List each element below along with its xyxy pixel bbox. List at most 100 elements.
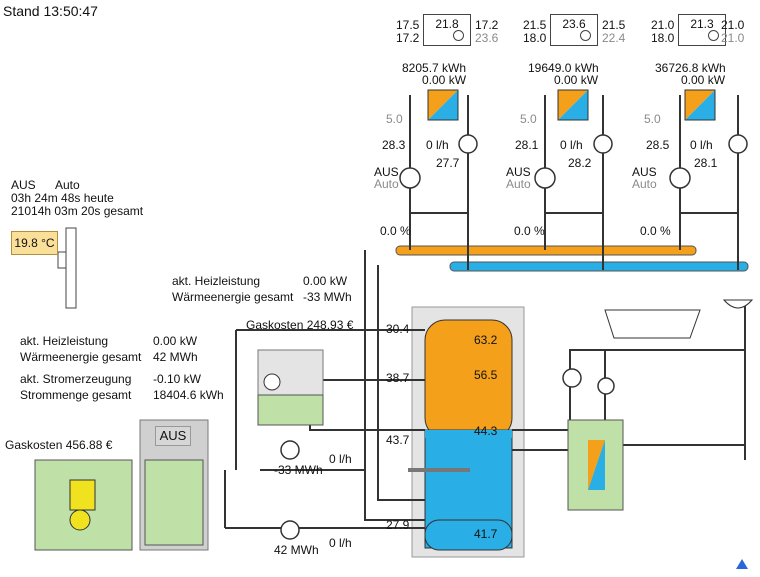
room-2-current: 23.6	[562, 17, 586, 31]
outdoor-temperature: 19.8 °C	[11, 231, 58, 255]
mid-heat-power-label: akt. Heizleistung	[172, 274, 261, 288]
storage-inlet-top: 30.4	[386, 322, 410, 336]
circuit-1-flow: 0 l/h	[426, 138, 449, 152]
room-1-knob-icon	[453, 30, 464, 41]
room-3-current: 21.3	[690, 17, 714, 31]
timestamp: Stand 13:50:47	[3, 3, 98, 19]
storage-bottom-zone	[424, 519, 513, 551]
circuit-2-flowmeter	[593, 134, 613, 154]
circuit-1-valve: 0.0 %	[380, 224, 411, 238]
runtime-total: 21014h 03m 20s gesamt	[11, 204, 144, 218]
upper-energy-meter	[280, 440, 300, 460]
circuit-2-flow: 0 l/h	[560, 138, 583, 152]
circuit-3-mode-sub: Auto	[632, 177, 657, 191]
lower-meter-energy: 42 MWh	[274, 543, 319, 557]
mid-heat-power: 0.00 kW	[303, 274, 348, 288]
boiler-heat-power: 0.00 kW	[153, 334, 198, 348]
circuit-1-mode-sub: Auto	[374, 177, 399, 191]
boiler-heat-energy-label: Wärmeenergie gesamt	[20, 350, 142, 364]
circuit-3-flowmeter	[728, 134, 748, 154]
circuit-2-mode-sub: Auto	[506, 177, 531, 191]
circuit-1-temp-left: 28.3	[382, 138, 406, 152]
room-2-right-top: 21.5	[602, 18, 626, 32]
circuit-1-mode[interactable]: AUS	[374, 165, 399, 179]
dhw-meter	[562, 368, 582, 388]
storage-temp-1: 63.2	[474, 333, 498, 347]
burner-icon	[69, 509, 91, 531]
mid-heat-energy-label: Wärmeenergie gesamt	[172, 290, 294, 304]
storage-inlet-2: 38.7	[386, 371, 410, 385]
wall	[65, 227, 77, 309]
room-2-panel[interactable]: 23.6	[550, 14, 598, 46]
scroll-up-icon[interactable]	[736, 559, 748, 569]
room-3-left-bottom: 18.0	[651, 31, 675, 45]
upper-meter-flow: 0 l/h	[329, 452, 352, 466]
room-3-left-top: 21.0	[651, 18, 675, 32]
circuit-2-mix: 5.0	[520, 112, 537, 126]
room-2-knob-icon	[580, 30, 591, 41]
circuit-2-valve: 0.0 %	[514, 224, 545, 238]
upper-meter-energy: -33 MWh	[274, 463, 323, 477]
circuit-3-temp-right: 28.1	[694, 156, 718, 170]
lower-energy-meter	[280, 520, 300, 540]
room-3-right-bottom: 21.0	[721, 31, 745, 45]
circuit-1-pump	[399, 167, 421, 189]
circuit-3-mode[interactable]: AUS	[632, 165, 657, 179]
circuit-3-energy: 36726.8 kWh	[655, 61, 726, 75]
circuit-3-valve: 0.0 %	[640, 224, 671, 238]
module-pump-icon	[263, 373, 281, 391]
circuit-3-power: 0.00 kW	[681, 73, 726, 87]
room-1-left-bottom: 17.2	[396, 31, 420, 45]
boiler-heat-power-label: akt. Heizleistung	[20, 334, 109, 348]
circuit-1-mix: 5.0	[386, 112, 403, 126]
circuit-2-temp-right: 28.2	[568, 156, 592, 170]
mid-heat-energy: -33 MWh	[303, 290, 352, 304]
room-2-right-bottom: 22.4	[602, 31, 626, 45]
circuit-1-energy: 8205.7 kWh	[402, 61, 467, 75]
circuit-1-temp-right: 27.7	[436, 156, 460, 170]
storage-hot-zone	[424, 319, 513, 439]
heat-exchanger-3	[684, 89, 716, 121]
room-3-right-top: 21.0	[721, 18, 745, 32]
circuit-3-pump	[669, 167, 691, 189]
room-3-panel[interactable]: 21.3	[678, 14, 726, 46]
outdoor-status[interactable]: AUS	[11, 178, 36, 192]
circuit-1-flowmeter	[458, 134, 478, 154]
circuit-1-power: 0.00 kW	[422, 73, 467, 87]
power-total: 18404.6 kWh	[153, 388, 224, 402]
chp-status-button[interactable]: AUS	[155, 426, 191, 446]
circuit-3-mix: 5.0	[644, 112, 661, 126]
return-manifold	[449, 261, 749, 272]
circuit-2-power: 0.00 kW	[554, 73, 599, 87]
circuit-2-mode[interactable]: AUS	[506, 165, 531, 179]
sink-icon	[722, 299, 754, 309]
gas-cost-left: Gaskosten 456.88 €	[5, 438, 113, 452]
room-2-left-bottom: 18.0	[523, 31, 547, 45]
heat-exchanger-2	[557, 89, 589, 121]
outdoor-mode: Auto	[55, 178, 80, 192]
lower-meter-flow: 0 l/h	[329, 536, 352, 550]
outdoor-sensor	[57, 251, 67, 269]
storage-temp-4: 41.7	[474, 527, 498, 541]
power-gen-label: akt. Stromerzeugung	[20, 372, 132, 386]
dhw-pump	[597, 377, 615, 395]
room-2-left-top: 21.5	[523, 18, 547, 32]
bathtub-icon	[604, 309, 701, 339]
circuit-2-pump	[534, 167, 556, 189]
circuit-3-flow: 0 l/h	[690, 138, 713, 152]
power-gen: -0.10 kW	[153, 372, 202, 386]
room-1-right-top: 17.2	[475, 18, 499, 32]
circuit-2-energy: 19649.0 kWh	[528, 61, 599, 75]
room-1-left-top: 17.5	[396, 18, 420, 32]
room-1-panel[interactable]: 21.8	[423, 14, 471, 46]
room-1-current: 21.8	[435, 17, 459, 31]
heat-exchanger-1	[427, 89, 459, 121]
room-1-right-bottom: 23.6	[475, 31, 499, 45]
power-total-label: Strommenge gesamt	[20, 388, 132, 402]
circuit-3-temp-left: 28.5	[646, 138, 670, 152]
storage-temp-2: 56.5	[474, 368, 498, 382]
storage-temp-3: 44.3	[474, 424, 498, 438]
circuit-2-temp-left: 28.1	[515, 138, 539, 152]
gas-cost-mid: Gaskosten 248.93 €	[246, 318, 354, 332]
